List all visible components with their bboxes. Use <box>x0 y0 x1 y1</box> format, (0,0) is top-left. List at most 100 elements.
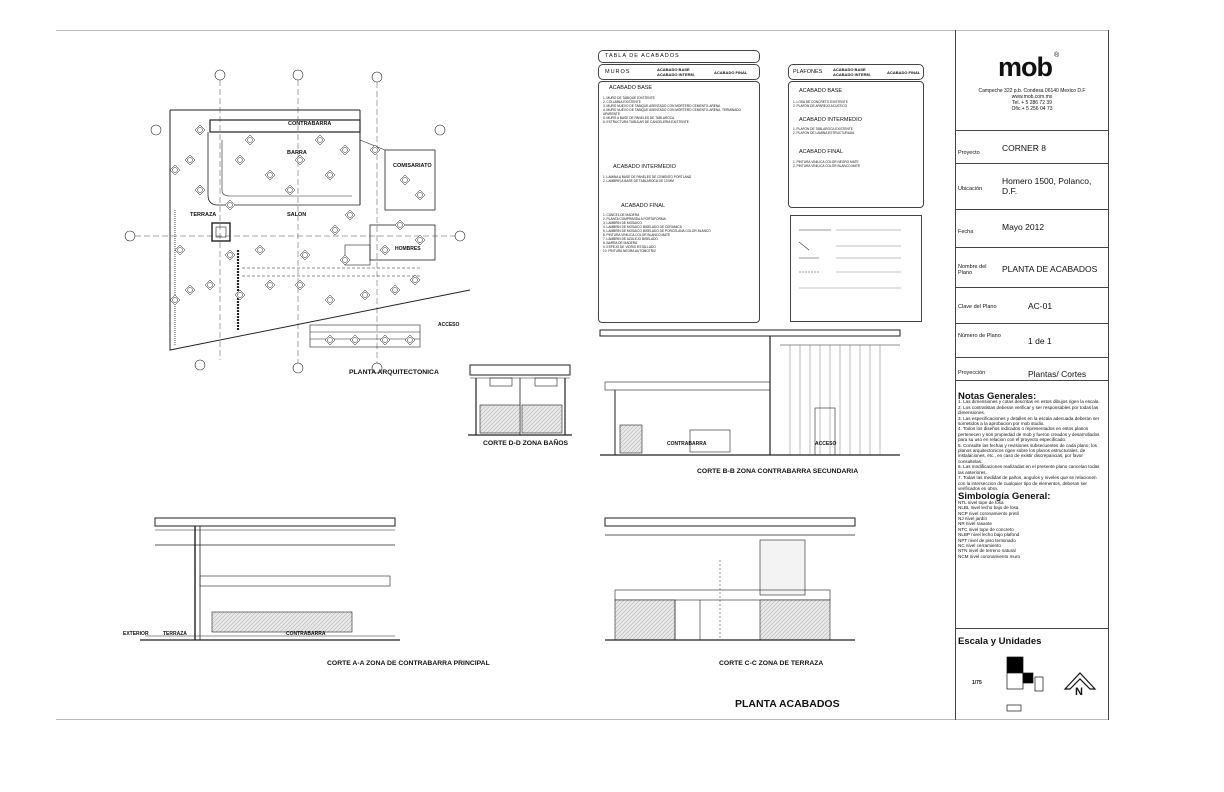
muros-base-title: ACABADO BASE <box>609 85 653 91</box>
finish-tag-icon <box>264 279 276 291</box>
floor-plan <box>124 69 471 374</box>
finish-tag-core <box>382 337 388 343</box>
section-aa-label-terraza: TERRAZA <box>163 631 187 637</box>
finish-tag-icon <box>284 184 296 196</box>
field-value: Homero 1500, Polanco, D.F. <box>1002 176 1092 196</box>
finish-tag-icon <box>414 234 426 246</box>
note-item: 3. Las especificaciones y detalles en la… <box>958 415 1100 427</box>
finish-tag-core <box>392 287 398 293</box>
finish-tag-core <box>177 247 183 253</box>
finish-tag-icon <box>379 334 391 346</box>
plafones-panel: ACABADO BASE 1. LOSA DE CONCRETO EXISTEN… <box>788 81 924 208</box>
finish-tag-core <box>372 147 378 153</box>
finish-tag-icon <box>174 244 186 256</box>
section-bb-label-acceso: ACCESO <box>815 441 837 447</box>
finish-tag-icon <box>314 134 326 146</box>
finish-tag-icon <box>234 289 246 301</box>
section-aa-label-exterior: EXTERIOR <box>123 631 149 637</box>
section-bb-label-contrabarra: CONTRABARRA <box>667 441 707 447</box>
finish-tag-icon <box>344 209 356 221</box>
finish-tag-icon <box>224 199 236 211</box>
finish-tag-icon <box>184 154 196 166</box>
field-key: Ubicación <box>958 186 983 192</box>
symbol-item: NCM nivel coronamiento muro <box>958 553 1021 559</box>
list-item: 8. BARRA DE MADERA <box>603 241 638 245</box>
finish-tag-icon <box>349 334 361 346</box>
finish-tag-icon <box>324 169 336 181</box>
plan-label-terraza: TERRAZA <box>190 212 217 218</box>
section-aa-label-contrabarra: CONTRABARRA <box>286 631 326 637</box>
note-item: 6. Las modificaciones realizadas en el p… <box>958 464 1100 475</box>
list-item: 1. LAMINA A BASE DE PANELES DE CEMENTO P… <box>603 175 692 179</box>
finish-tag-icon <box>399 174 411 186</box>
north-arrow-icon <box>1063 672 1097 690</box>
finish-tag-core <box>172 167 178 173</box>
finish-tag-core <box>207 282 213 288</box>
finish-tag-icon <box>404 334 416 346</box>
finish-tag-icon <box>379 244 391 256</box>
finish-tag-icon <box>244 134 256 146</box>
list-item: 1. MURO DE TABIQUE EXISTENTE <box>603 96 655 100</box>
finish-tag-core <box>417 237 423 243</box>
list-item: 2. PLANTA COMPRIMIDA A PORTAFORMA <box>603 217 666 221</box>
notes-title: Notas Generales: <box>958 391 1037 402</box>
plafones-header: PLAFONES ACABADO BASE ACABADO INTERM. AC… <box>788 64 924 80</box>
section-dd-drawing <box>468 364 572 436</box>
list-item: 3. LAMBRIN DE MOSAICO <box>603 221 642 225</box>
field-key: Proyección <box>958 370 986 376</box>
finish-tag-core <box>237 157 243 163</box>
plan-title: PLANTA ARQUITECTONICA <box>349 369 439 376</box>
finish-tag-icon <box>324 334 336 346</box>
list-item: 5. MURO A BASE DE PANELES DE TABLAROCA <box>603 116 675 120</box>
studio-ofic: Ofic.+ 5 256 04 73 <box>1011 106 1053 112</box>
finish-tag-icon <box>339 254 351 266</box>
plafones-final-list: 1. PINTURA VINILICA COLOR NEGRO MATE 2. … <box>793 160 921 168</box>
field-proyeccion: Proyección Plantas/ Cortes <box>956 357 1108 394</box>
section-aa-drawing <box>140 517 400 641</box>
section-cc-title: CORTE C-C ZONA DE TERRAZA <box>719 660 824 667</box>
list-item: 4. LAMBRIN DE MOSAICO BISELADO DE CERAMI… <box>603 225 682 229</box>
muros-label: MUROS <box>605 69 631 75</box>
finish-tag-core <box>287 187 293 193</box>
field-clave: Clave del Plano AC-01 <box>956 287 1108 324</box>
note-item: 1. Las dimensiones y cotas descritas en … <box>958 399 1100 405</box>
field-key: Número de Plano <box>958 333 1001 339</box>
finish-table-title-box: TABLA DE ACABADOS <box>598 50 760 63</box>
finish-tag-icon <box>324 294 336 306</box>
list-item: 1. PLAFON DE TABLAROCA EXISTENTE <box>793 127 853 131</box>
logo: mob <box>998 52 1053 82</box>
studio-web: www.mob.com.mx <box>1011 94 1053 100</box>
scale-value: 1/75 <box>972 680 982 686</box>
field-value: AC-01 <box>1028 301 1053 311</box>
finish-tag-core <box>172 297 178 303</box>
finish-tag-icon <box>414 189 426 201</box>
plan-label-acceso: ACCESO <box>438 322 460 328</box>
field-value: Plantas/ Cortes <box>1028 369 1087 379</box>
field-value: CORNER 8 <box>1002 143 1046 153</box>
symbol-legend-box <box>790 215 922 322</box>
finish-tag-core <box>257 247 263 253</box>
finish-tag-icon <box>194 124 206 136</box>
finish-tag-icon <box>359 289 371 301</box>
drawing-sheet <box>56 30 1108 720</box>
finish-table-title: TABLA DE ACABADOS <box>605 53 680 59</box>
finish-tag-core <box>227 252 233 258</box>
field-value: 1 de 1 <box>1028 336 1052 346</box>
list-item: 1. PINTURA VINILICA COLOR NEGRO MATE <box>793 160 859 164</box>
symbol-item: NJ nivel jardín <box>958 515 988 521</box>
section-bb-drawing <box>599 329 901 456</box>
muros-panel: ACABADO BASE 1. MURO DE TABIQUE EXISTENT… <box>598 81 760 323</box>
finish-tag-icon <box>389 284 401 296</box>
finish-tag-core <box>297 157 303 163</box>
finish-tag-core <box>227 202 233 208</box>
finish-tag-icon <box>339 144 351 156</box>
note-item: 4. Todos los diseños indicados o represe… <box>958 426 1100 443</box>
finish-tag-icon <box>169 294 181 306</box>
finish-tag-core <box>407 337 413 343</box>
finish-tag-core <box>327 337 333 343</box>
muros-base-list: 1. MURO DE TABIQUE EXISTENTE 2. COLUMNA … <box>603 96 753 124</box>
finish-tag-icon <box>299 249 311 261</box>
finish-tag-core <box>237 292 243 298</box>
finish-tag-icon <box>169 164 181 176</box>
field-fecha: Fecha Mayo 2012 <box>956 209 1108 248</box>
